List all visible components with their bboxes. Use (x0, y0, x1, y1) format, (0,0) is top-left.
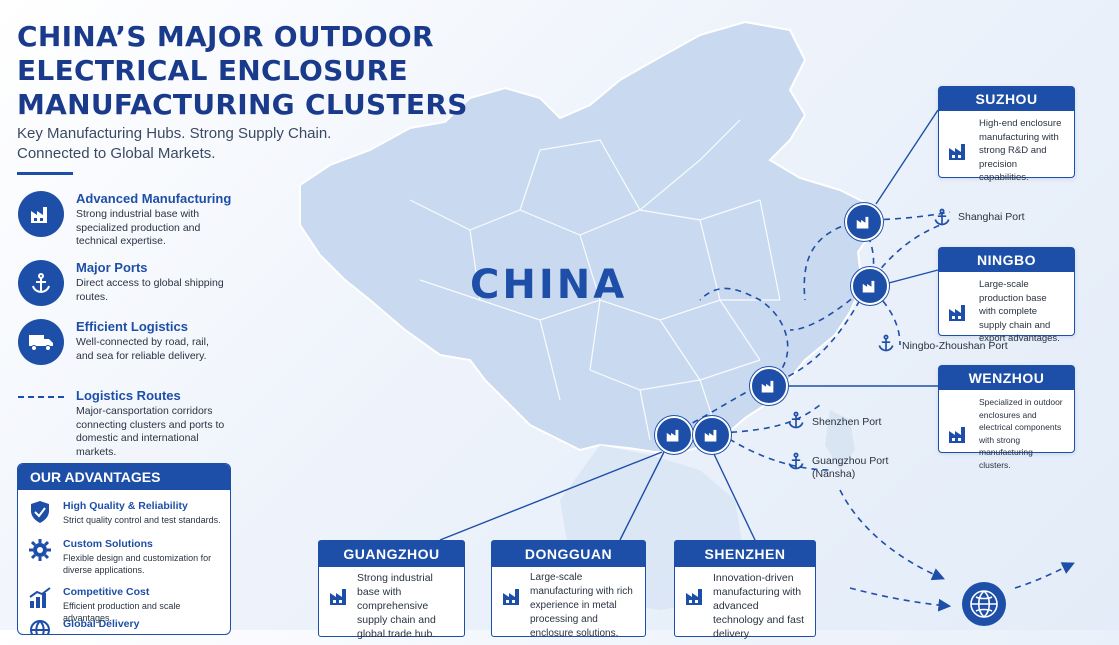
cluster-desc: Strong industrial base with comprehensiv… (357, 572, 436, 640)
title-line-1: CHINA’S MAJOR OUTDOOR (17, 20, 434, 53)
factory-icon (18, 191, 64, 237)
factory-icon (856, 216, 869, 229)
factory-icon (949, 304, 965, 321)
globe-icon (962, 582, 1006, 626)
port-label: Shenzhen Port (812, 416, 882, 428)
advantage-title: High Quality & Reliability (63, 500, 188, 512)
cluster-card-guangzhou: GUANGZHOU Strong industrial base with co… (318, 540, 465, 640)
cluster-desc: Large-scale manufacturing with rich expe… (530, 572, 633, 639)
port-shanghai: Shanghai Port (932, 207, 1025, 227)
title-line-3: MANUFACTURING CLUSTERS (17, 88, 468, 121)
advantage-title: Global Delivery (63, 618, 140, 630)
cluster-card-dongguan: DONGGUAN Large-scale manufacturing with … (491, 540, 646, 639)
node-suzhou (845, 203, 883, 241)
port-ningbo-zhoushan: Ningbo-Zhoushan Port (876, 333, 1008, 353)
cluster-name: GUANGZHOU (319, 541, 464, 567)
feature-desc: Major-cansportation corridors connecting… (76, 405, 225, 458)
port-label: Shanghai Port (958, 211, 1025, 223)
factory-icon (666, 429, 679, 442)
shield-check-icon (28, 500, 52, 524)
globe-icon (28, 618, 52, 634)
advantage-title: Competitive Cost (63, 586, 150, 598)
advantage-desc: Efficient production and scale advantage… (63, 601, 181, 623)
feature-desc: Strong industrial base with specialized … (76, 208, 201, 247)
cluster-desc: High-end enclosure manufacturing with st… (979, 118, 1062, 183)
cluster-name: NINGBO (939, 248, 1074, 272)
factory-icon (761, 380, 774, 393)
page-title: CHINA’S MAJOR OUTDOOR ELECTRICAL ENCLOSU… (17, 20, 468, 122)
bar-chart-icon (28, 586, 52, 610)
feature-desc: Well-connected by road, rail, and sea fo… (76, 336, 209, 362)
port-shenzhen: Shenzhen Port (786, 410, 881, 430)
advantage-desc: Strict quality control and test standard… (63, 515, 221, 525)
page-subtitle: Key Manufacturing Hubs. Strong Supply Ch… (17, 124, 331, 164)
anchor-icon (788, 411, 804, 429)
advantages-heading: OUR ADVANTAGES (18, 464, 230, 490)
cluster-card-wenzhou: WENZHOU Specialized in outdoor enclosure… (938, 365, 1075, 470)
truck-icon (18, 319, 64, 365)
port-label: Guangzhou Port (Nansha) (812, 455, 889, 480)
cluster-desc: Large-scale production base with complet… (979, 279, 1060, 344)
node-guangzhou (655, 416, 693, 454)
factory-icon (949, 426, 965, 443)
factory-icon (330, 589, 346, 605)
cluster-name: SHENZHEN (675, 541, 815, 567)
dashed-line-icon (18, 396, 64, 398)
factory-icon (949, 143, 965, 160)
anchor-icon (878, 334, 894, 352)
feature-title: Logistics Routes (76, 388, 181, 403)
cluster-name: DONGGUAN (492, 541, 645, 567)
feature-title: Major Ports (76, 260, 148, 275)
cluster-desc: Specialized in outdoor enclosures and el… (979, 397, 1063, 470)
map-label-china: CHINA (470, 262, 628, 308)
cluster-name: WENZHOU (939, 366, 1074, 390)
factory-icon (686, 589, 702, 605)
node-wenzhou (750, 367, 788, 405)
cluster-name: SUZHOU (939, 87, 1074, 111)
cluster-card-ningbo: NINGBO Large-scale production base with … (938, 247, 1075, 344)
feature-title: Advanced Manufacturing (76, 191, 232, 206)
node-ningbo (851, 267, 889, 305)
port-label: Ningbo-Zhoushan Port (902, 340, 1008, 352)
feature-title: Efficient Logistics (76, 319, 188, 334)
advantage-title: Custom Solutions (63, 538, 153, 550)
cluster-card-suzhou: SUZHOU High-end enclosure manufacturing … (938, 86, 1075, 183)
advantages-panel: OUR ADVANTAGES High Quality & Reliabilit… (17, 463, 231, 635)
cluster-desc: Innovation-driven manufacturing with adv… (713, 572, 805, 640)
factory-icon (503, 589, 519, 605)
anchor-icon (788, 452, 804, 470)
anchor-icon (934, 208, 950, 226)
cluster-card-shenzhen: SHENZHEN Innovation-driven manufacturing… (674, 540, 816, 640)
subtitle-line-1: Key Manufacturing Hubs. Strong Supply Ch… (17, 125, 332, 142)
title-line-2: ELECTRICAL ENCLOSURE (17, 54, 408, 87)
factory-icon (862, 280, 875, 293)
subtitle-line-2: Connected to Global Markets. (17, 145, 216, 162)
node-dongguan-shenzhen (693, 416, 731, 454)
anchor-icon (18, 260, 64, 306)
gear-icon (28, 538, 52, 562)
port-guangzhou-nansha: Guangzhou Port (Nansha) (786, 451, 902, 481)
feature-desc: Direct access to global shipping routes. (76, 277, 224, 303)
advantage-desc: Flexible design and customization for di… (63, 553, 212, 575)
title-accent-bar (17, 172, 73, 175)
china-map (299, 20, 1075, 612)
factory-icon (704, 429, 717, 442)
